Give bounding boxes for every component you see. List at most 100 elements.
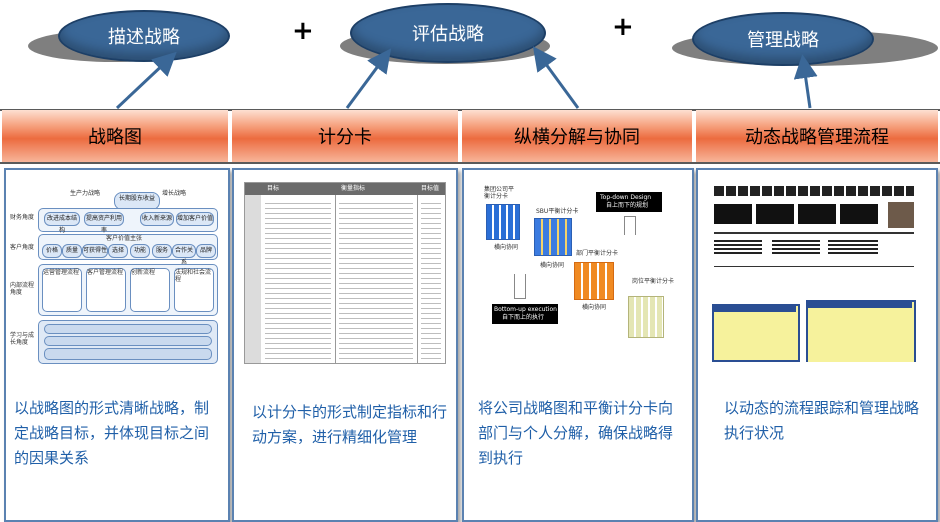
sm-process-title: 运营管理流程 xyxy=(43,269,80,276)
cascade-company-card xyxy=(486,204,520,240)
sm-customer-chip: 选择 xyxy=(108,244,128,258)
cascade-personal-card xyxy=(628,296,664,338)
sm-customer-chip: 品牌 xyxy=(196,244,216,258)
sm-process-col: 客户管理流程 xyxy=(86,268,126,312)
scorecard-divider xyxy=(417,195,418,363)
bottom-up-arrow xyxy=(514,274,526,299)
sm-perspective: 客户角度 xyxy=(10,244,35,251)
process-thumbnail xyxy=(710,182,924,362)
column-description: 将公司战略图和平衡计分卡向部门与个人分解，确保战略得到执行 xyxy=(478,399,674,467)
sm-customer-title: 客户价值主张 xyxy=(106,235,143,242)
panel-scorecard: 目标 衡量指标 目标值 以计分卡的形式制定指标和行动方案，进行精细化管理 xyxy=(232,168,458,522)
connector-arrows xyxy=(115,46,818,110)
sm-learning-row xyxy=(44,324,212,334)
cascade-dept-label: 部门平衡计分卡 xyxy=(576,250,619,257)
strategy-label: 管理战略 xyxy=(747,30,819,51)
column-header-label: 计分卡 xyxy=(318,127,372,148)
arrow-2 xyxy=(345,48,392,109)
process-photo xyxy=(888,202,914,228)
sm-learning-row xyxy=(44,348,212,360)
panel-strategy-map: 生产力战略 长期股东收益 增长战略 财务角度 改进成本结构 提高资产利用率 收入… xyxy=(4,168,230,522)
scorecard-header: 衡量指标 xyxy=(341,185,366,192)
sm-customer-chip: 功能 xyxy=(130,244,150,258)
column-description: 以计分卡的形式制定指标和行动方案，进行精细化管理 xyxy=(252,403,448,446)
cascade-sync: 横向协同 xyxy=(540,262,565,269)
strategy-oval-manage: 管理战略 xyxy=(692,12,874,66)
column-header-label: 战略图 xyxy=(88,127,142,148)
column-header-1: 战略图 xyxy=(2,110,228,162)
sm-process-title: 法规和社会流程 xyxy=(175,269,212,283)
sm-customer-chip: 合作关系 xyxy=(172,244,196,266)
column-header-label: 纵横分解与协同 xyxy=(514,127,640,148)
process-screen xyxy=(806,300,916,362)
scorecard-lines xyxy=(339,199,413,359)
sm-process-title: 客户管理流程 xyxy=(87,269,124,276)
sm-process-title: 创新流程 xyxy=(131,269,156,276)
panel-cascade: 集团公司平衡计分卡 横向协同 SBU平衡计分卡 横向协同 Top-down De… xyxy=(462,168,694,522)
process-screen-header xyxy=(808,302,912,308)
scorecard-divider xyxy=(335,195,336,363)
process-title-lines xyxy=(714,186,914,196)
process-chevron-bar xyxy=(714,204,882,224)
strategy-oval-describe: 描述战略 xyxy=(58,10,230,62)
process-screen xyxy=(712,304,800,362)
bottom-up-en: Bottom-up execution xyxy=(494,306,557,313)
scorecard-thumbnail: 目标 衡量指标 目标值 xyxy=(244,182,446,364)
sm-finance-chip: 增加客户价值 xyxy=(176,212,214,226)
band-bottom-line xyxy=(0,162,940,164)
cascade-thumbnail: 集团公司平衡计分卡 横向协同 SBU平衡计分卡 横向协同 Top-down De… xyxy=(472,178,684,368)
bottom-up-cn: 自下而上的执行 xyxy=(502,314,545,321)
plus-sign-1: + xyxy=(292,16,314,46)
strategy-label: 描述战略 xyxy=(108,27,180,48)
sm-process-col: 创新流程 xyxy=(130,268,170,312)
cascade-sbu-label: SBU平衡计分卡 xyxy=(536,208,579,215)
column-header-3: 纵横分解与协同 xyxy=(462,110,692,162)
cascade-sync: 横向协同 xyxy=(494,244,519,251)
process-text-block xyxy=(714,240,762,254)
column-description: 以动态的流程跟踪和管理战略执行状况 xyxy=(724,399,920,442)
scorecard-lines xyxy=(265,199,331,359)
scorecard-header: 目标值 xyxy=(421,185,440,192)
cascade-sync: 横向协同 xyxy=(582,304,607,311)
column-header-4: 动态战略管理流程 xyxy=(696,110,938,162)
arrow-1 xyxy=(115,51,177,110)
cascade-sbu-card xyxy=(534,218,572,256)
sm-perspective: 财务角度 xyxy=(10,214,35,221)
process-rule xyxy=(714,232,914,234)
cascade-dept-card xyxy=(574,262,614,300)
sm-customer-chip: 服务 xyxy=(152,244,172,258)
sm-learning-row xyxy=(44,336,212,346)
sm-top-label: 增长战略 xyxy=(162,190,187,197)
arrow-4 xyxy=(793,54,818,109)
strategy-map-thumbnail: 生产力战略 长期股东收益 增长战略 财务角度 改进成本结构 提高资产利用率 收入… xyxy=(10,174,222,364)
sm-process-col: 运营管理流程 xyxy=(42,268,82,312)
panel-process: 以动态的流程跟踪和管理战略执行状况 xyxy=(696,168,938,522)
sm-finance-chip: 提高资产利用率 xyxy=(84,212,124,234)
sm-process-col: 法规和社会流程 xyxy=(174,268,214,312)
scorecard-lines xyxy=(421,199,441,359)
process-text-block xyxy=(828,240,878,254)
sm-top-label: 生产力战略 xyxy=(70,190,101,197)
top-down-arrow xyxy=(624,216,636,235)
process-screen-header xyxy=(714,306,796,312)
strategy-label: 评估战略 xyxy=(412,24,484,45)
top-down-box xyxy=(596,192,662,212)
sm-perspective: 内部流程角度 xyxy=(10,282,35,296)
scorecard-header-bar xyxy=(245,183,445,195)
sm-customer-chip: 价格 xyxy=(42,244,62,258)
bottom-up-box xyxy=(492,304,558,324)
scorecard-side xyxy=(245,195,261,363)
sm-customer-chip: 质量 xyxy=(62,244,82,258)
plus-sign-2: + xyxy=(612,12,634,42)
process-rule xyxy=(714,266,914,267)
cascade-personal-label: 岗位平衡计分卡 xyxy=(632,278,675,285)
column-header-2: 计分卡 xyxy=(232,110,458,162)
top-down-cn: 自上而下的规划 xyxy=(606,202,649,209)
top-down-en: Top-down Design xyxy=(600,194,652,201)
sm-finance-chip: 改进成本结构 xyxy=(44,212,80,234)
process-text-block xyxy=(772,240,820,254)
column-header-label: 动态战略管理流程 xyxy=(745,127,889,148)
arrow-3 xyxy=(532,46,580,109)
sm-perspective: 学习与成长角度 xyxy=(10,332,35,346)
sm-customer-chip: 可获得性 xyxy=(82,244,108,258)
